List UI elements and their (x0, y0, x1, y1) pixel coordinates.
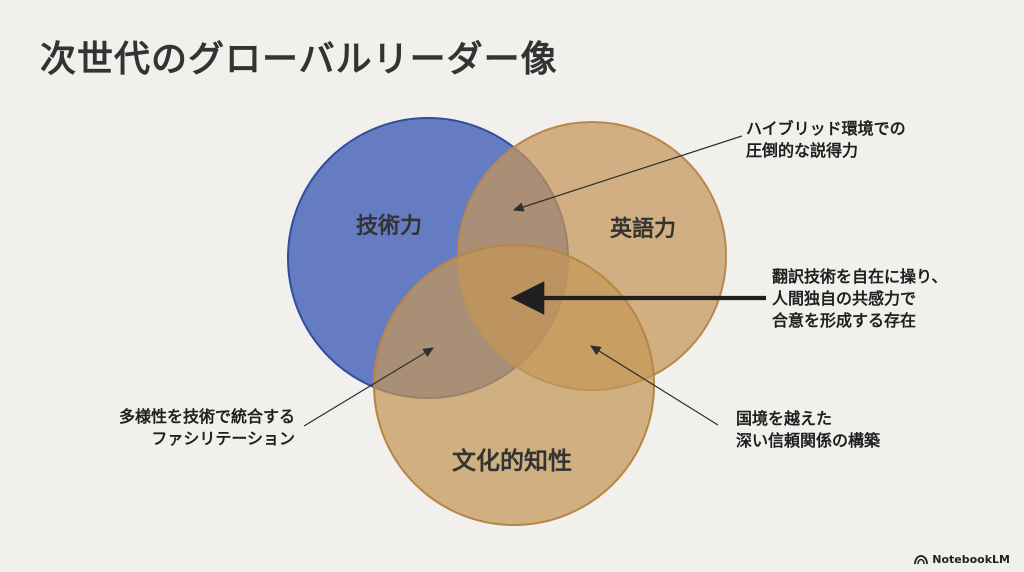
annotation-line: 多様性を技術で統合する (118, 407, 295, 426)
arrow-tech-culture (303, 347, 435, 427)
annotation-line: ハイブリッド環境での (746, 119, 906, 138)
tech-label: 技術力 (356, 213, 422, 239)
culture-circle (373, 244, 655, 526)
brand-badge: NotebookLM (914, 553, 1010, 566)
culture-label: 文化的知性 (452, 447, 572, 475)
annotation-line: 圧倒的な説得力 (746, 141, 859, 160)
annotation-tech-culture: 多様性を技術で統合する ファシリテーション (119, 406, 295, 450)
annotation-line: 人間独自の共感力で (772, 289, 917, 308)
english-label: 英語力 (610, 216, 676, 242)
annotation-english-culture: 国境を越えた 深い信頼関係の構築 (736, 408, 880, 452)
annotation-line: 合意を形成する存在 (772, 311, 917, 330)
brand-name: NotebookLM (932, 553, 1010, 566)
annotation-center: 翻訳技術を自在に操り、 人間独自の共感力で 合意を形成する存在 (772, 266, 947, 332)
page-title: 次世代のグローバルリーダー像 (40, 39, 558, 80)
arrow-tech-english (512, 135, 743, 212)
annotation-line: 国境を越えた (736, 409, 833, 428)
arrow-english-culture (589, 345, 719, 426)
annotation-line: 翻訳技術を自在に操り、 (772, 267, 948, 286)
annotation-line: ファシリテーション (151, 429, 295, 448)
annotation-tech-english: ハイブリッド環境での 圧倒的な説得力 (746, 118, 906, 162)
annotation-line: 深い信頼関係の構築 (736, 431, 881, 450)
notebooklm-icon (914, 554, 929, 564)
